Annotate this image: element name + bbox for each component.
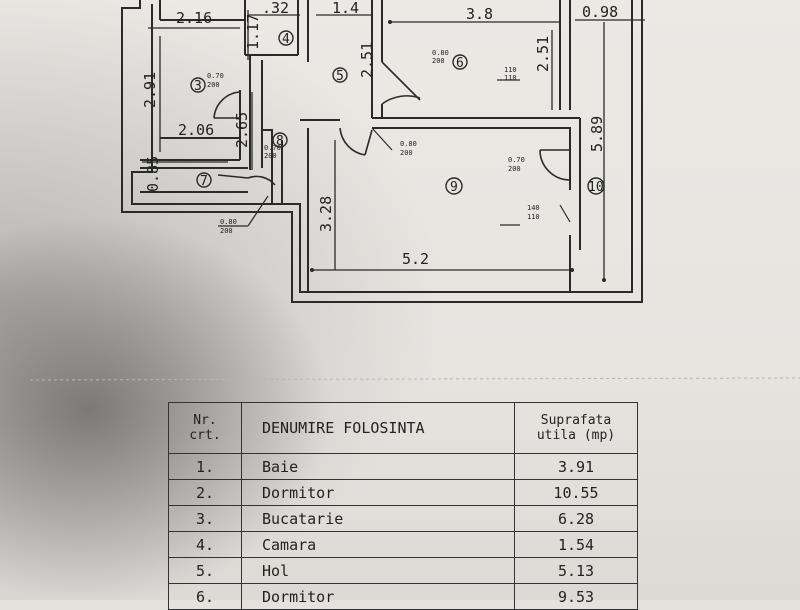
header-nr: Nr. crt. (168, 402, 242, 454)
row-name: Bucatarie (241, 505, 515, 532)
header-area-line2: utila (mp) (536, 428, 616, 443)
room-number-7: 7 (200, 174, 208, 189)
row-name: Dormitor (241, 583, 515, 610)
dim-1-4: 1.4 (332, 0, 359, 17)
header-nr-line2: crt. (189, 428, 221, 443)
dim-3-28: 3.28 (317, 196, 335, 232)
opening-9-width: 0.80 (400, 140, 417, 148)
dim-5-89: 5.89 (588, 116, 606, 152)
dim-1-17: 1.17 (244, 14, 262, 50)
row-nr: 6. (168, 583, 242, 610)
row-area: 6.28 (514, 505, 638, 532)
opening-8-height: 200 (264, 152, 277, 160)
table-row: 4. Camara 1.54 (168, 531, 638, 558)
room-number-9: 9 (450, 180, 458, 195)
opening-3-width: 0.70 (207, 72, 224, 80)
header-area: Suprafata utila (mp) (514, 402, 638, 454)
row-nr: 2. (168, 479, 242, 506)
opening-8-width: 0.70 (264, 144, 281, 152)
row-area: 10.55 (514, 479, 638, 506)
dim-3-8: 3.8 (466, 5, 493, 23)
row-area: 5.13 (514, 557, 638, 584)
dim-2-51-b: 2.51 (534, 36, 552, 72)
row-name: Camara (241, 531, 515, 558)
dim-2-91: 2.91 (141, 72, 159, 108)
row-name: Baie (241, 453, 515, 480)
room-areas-table: Nr. crt. DENUMIRE FOLOSINTA Suprafata ut… (168, 402, 638, 610)
opening-3-height: 200 (207, 81, 220, 89)
window-9-height: 110 (527, 213, 540, 221)
table-row: 3. Bucatarie 6.28 (168, 505, 638, 532)
outer-wall-inner (131, 0, 633, 293)
window-6-width: 110 (504, 66, 517, 74)
room-number-3: 3 (194, 79, 202, 94)
outer-wall (121, 0, 643, 303)
header-area-line1: Suprafata (540, 413, 612, 428)
dim-2-51-a: 2.51 (358, 42, 376, 78)
room-number-5: 5 (336, 69, 344, 84)
row-nr: 4. (168, 531, 242, 558)
window-6-height: 110 (504, 74, 517, 82)
row-area: 1.54 (514, 531, 638, 558)
opening-6-height: 200 (432, 57, 445, 65)
header-nr-line1: Nr. (193, 413, 217, 428)
dim-2-16: 2.16 (176, 9, 212, 27)
row-nr: 1. (168, 453, 242, 480)
row-area: 3.91 (514, 453, 638, 480)
row-name: Dormitor (241, 479, 515, 506)
opening-6-width: 0.80 (432, 49, 449, 57)
table-row: 5. Hol 5.13 (168, 557, 638, 584)
floor-plan: 2.16 .32 1.4 3.8 0.98 2.06 5.2 1.17 2.91… (29, 0, 800, 381)
dim-0-85: 0.85 (144, 156, 162, 192)
dim-5-2: 5.2 (402, 250, 429, 268)
row-name: Hol (241, 557, 515, 584)
window-9-width: 140 (527, 204, 540, 212)
table-row: 2. Dormitor 10.55 (168, 479, 638, 506)
dim-0-98: 0.98 (582, 3, 618, 21)
table-row: 6. Dormitor 9.53 (168, 583, 638, 610)
opening-10-width: 0.70 (508, 156, 525, 164)
room-number-6: 6 (456, 56, 464, 71)
opening-9-height: 200 (400, 149, 413, 157)
row-nr: 5. (168, 557, 242, 584)
dim-0-32: .32 (262, 0, 289, 17)
row-area: 9.53 (514, 583, 638, 610)
room-number-8: 8 (276, 134, 284, 149)
opening-10-height: 200 (508, 165, 521, 173)
table-row: 1. Baie 3.91 (168, 453, 638, 480)
opening-hall-width: 0.80 (220, 218, 237, 226)
opening-hall-height: 200 (220, 227, 233, 235)
room-number-10: 10 (588, 180, 604, 195)
room-number-4: 4 (282, 32, 290, 47)
dim-2-06: 2.06 (178, 121, 214, 139)
header-name: DENUMIRE FOLOSINTA (241, 402, 515, 454)
dim-2-65: 2.65 (233, 112, 251, 148)
table-header-row: Nr. crt. DENUMIRE FOLOSINTA Suprafata ut… (168, 402, 638, 454)
row-nr: 3. (168, 505, 242, 532)
